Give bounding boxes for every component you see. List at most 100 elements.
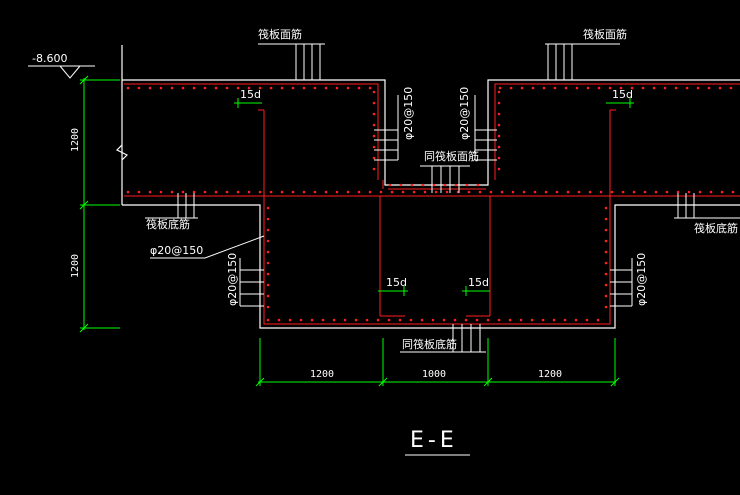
rebar-dot: [266, 206, 270, 210]
rebar-dot: [608, 86, 612, 90]
rebar-dot: [509, 86, 513, 90]
concrete-outline: [115, 45, 740, 329]
rebar-dot: [368, 86, 372, 90]
dim-horizontal-3: 1200: [538, 369, 562, 380]
rebar-dot: [643, 190, 647, 194]
rebar-dot: [511, 190, 515, 194]
rebar-dot: [412, 190, 416, 194]
rebar-dot: [497, 90, 501, 94]
rebar-dot: [718, 86, 722, 90]
rebar-dot: [335, 190, 339, 194]
rebar-dot: [299, 318, 303, 322]
rebar-dot: [225, 190, 229, 194]
rebar-dot: [619, 86, 623, 90]
rebar-dot: [610, 190, 614, 194]
rebar-dot: [398, 318, 402, 322]
label-bottom-right: 筏板底筋: [694, 221, 738, 235]
rebar-dot: [423, 190, 427, 194]
dimension-lines: [79, 75, 634, 387]
rebar-dot: [508, 318, 512, 322]
rebar-dot: [192, 86, 196, 90]
rebar-dot: [368, 190, 372, 194]
rebar-dot: [731, 190, 735, 194]
rebar-dot: [357, 86, 361, 90]
rebar-dot: [266, 272, 270, 276]
rebar-dot: [489, 190, 493, 194]
rebar-dot: [372, 90, 376, 94]
rebar-dot: [478, 190, 482, 194]
rebar-dot: [497, 156, 501, 160]
rebar-dot: [464, 318, 468, 322]
label-15d-3: 15d: [386, 276, 407, 289]
rebar-dot: [291, 86, 295, 90]
rebar-dot: [476, 183, 480, 187]
label-top-right: 筏板面筋: [583, 27, 627, 41]
rebar-dot: [520, 86, 524, 90]
rebar-dot: [266, 250, 270, 254]
rebar-dot: [604, 283, 608, 287]
rebar-dot: [641, 86, 645, 90]
label-rebar-diag: φ20@150: [150, 244, 203, 257]
rebar-dot: [604, 305, 608, 309]
rebar-dot: [552, 318, 556, 322]
rebar-dot: [343, 318, 347, 322]
rebar-dot: [266, 318, 270, 322]
rebar-dot: [588, 190, 592, 194]
rebar-dot: [597, 86, 601, 90]
rebar-dot: [409, 318, 413, 322]
rebar-dot: [497, 318, 501, 322]
rebar-dot: [475, 318, 479, 322]
rebar-dot: [604, 294, 608, 298]
rebar-dot: [604, 250, 608, 254]
rebar-dot: [604, 228, 608, 232]
rebar-dot: [596, 318, 600, 322]
label-rebar-vert-left-lower: φ20@150: [226, 253, 239, 306]
rebar-dot: [170, 86, 174, 90]
rebar-dot: [372, 156, 376, 160]
rebar-dot: [266, 228, 270, 232]
rebar-dot: [372, 101, 376, 105]
rebar-dot: [585, 318, 589, 322]
rebar-dot: [575, 86, 579, 90]
rebar-dot: [497, 112, 501, 116]
label-pit-bottom: 同筏板底筋: [402, 337, 457, 351]
rebar-dot: [379, 190, 383, 194]
rebar-dot: [247, 86, 251, 90]
dim-vertical-1: 1200: [70, 128, 81, 152]
rebar-dot: [280, 190, 284, 194]
rebar-dot: [372, 145, 376, 149]
rebar-dot: [685, 86, 689, 90]
rebar-dot: [203, 190, 207, 194]
rebar-dot: [181, 86, 185, 90]
rebar-dot: [530, 318, 534, 322]
label-top-left: 筏板面筋: [258, 27, 302, 41]
rebar-dot: [365, 318, 369, 322]
rebar-dot: [266, 217, 270, 221]
rebar-dot: [564, 86, 568, 90]
rebar-dot: [553, 86, 557, 90]
rebar-dot: [707, 86, 711, 90]
rebar-lines: [124, 83, 740, 325]
rebar-dot: [346, 190, 350, 194]
rebar-dot: [313, 86, 317, 90]
rebar-dot: [604, 206, 608, 210]
rebar-dot: [497, 145, 501, 149]
dim-horizontal-2: 1000: [422, 369, 446, 380]
rebar-dot: [465, 183, 469, 187]
rebar-dot: [388, 183, 392, 187]
rebar-dots: [126, 86, 735, 322]
rebar-dot: [621, 190, 625, 194]
rebar-dot: [310, 318, 314, 322]
rebar-dot: [696, 86, 700, 90]
rebar-dot: [159, 86, 163, 90]
rebar-dot: [563, 318, 567, 322]
rebar-dot: [203, 86, 207, 90]
rebar-dot: [665, 190, 669, 194]
rebar-dot: [497, 101, 501, 105]
rebar-dot: [544, 190, 548, 194]
rebar-dot: [302, 190, 306, 194]
label-rebar-vert-right-lower: φ20@150: [635, 253, 648, 306]
rebar-dot: [410, 183, 414, 187]
rebar-dot: [372, 123, 376, 127]
